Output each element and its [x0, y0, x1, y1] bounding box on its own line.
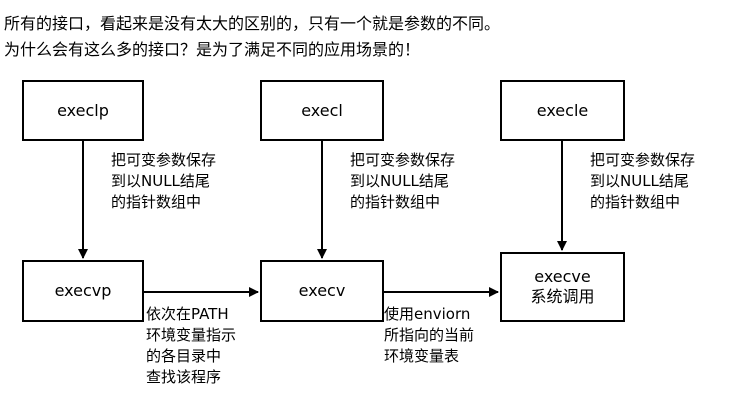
- box-execv-label: execv: [298, 281, 346, 300]
- box-execvp: execvp: [22, 260, 144, 322]
- box-execve-sublabel: 系统调用: [530, 287, 595, 306]
- note-store-array-3: 把可变参数保存 到以NULL结尾 的指针数组中: [590, 151, 696, 211]
- note-store-array-1: 把可变参数保存 到以NULL结尾 的指针数组中: [111, 151, 217, 211]
- box-execve-label: execve: [534, 267, 591, 286]
- box-execvp-label: execvp: [54, 281, 112, 300]
- note-environ-use: 使用enviorn 所指向的当前 环境变量表: [384, 305, 475, 365]
- box-execle: execle: [500, 80, 625, 141]
- box-execl-label: execl: [301, 100, 343, 120]
- box-execlp-label: execlp: [57, 100, 109, 120]
- box-execl: execl: [260, 80, 384, 141]
- box-execv: execv: [260, 260, 384, 322]
- note-store-array-2: 把可变参数保存 到以NULL结尾 的指针数组中: [350, 151, 456, 211]
- box-execlp: execlp: [22, 80, 144, 141]
- box-execle-label: execle: [536, 100, 589, 120]
- box-execve: execve 系统调用: [500, 252, 625, 322]
- note-path-search: 依次在PATH 环境变量指示 的各目录中 查找该程序: [146, 305, 237, 386]
- intro-line-1: 所有的接口，看起来是没有太大的区别的，只有一个就是参数的不同。: [4, 14, 501, 33]
- intro-line-2: 为什么会有这么多的接口？是为了满足不同的应用场景的！: [4, 40, 421, 59]
